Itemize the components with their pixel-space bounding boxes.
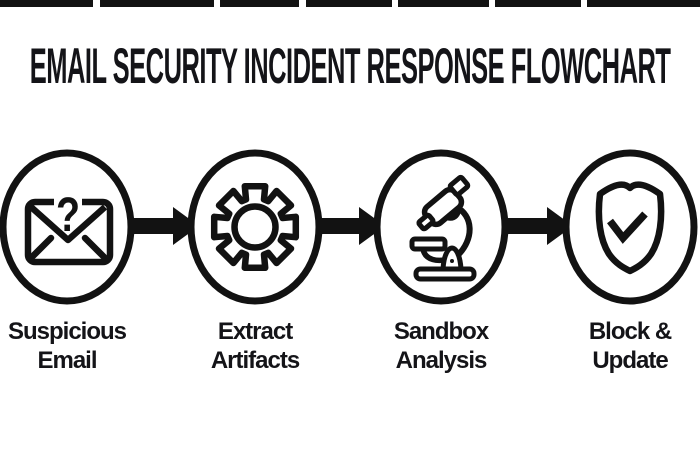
envelope-question-icon: ?	[24, 188, 114, 266]
gear-icon	[210, 182, 300, 272]
step-label-line: Artifacts	[210, 347, 300, 374]
step-circle	[373, 149, 509, 305]
shield-check-icon	[595, 181, 665, 275]
step-label-block-update: Block & Update	[550, 317, 700, 375]
question-mark-glyph: ?	[56, 188, 80, 242]
step-label-line: Update	[592, 347, 668, 374]
step-label-sandbox-analysis: Sandbox Analysis	[361, 317, 521, 375]
cropped-top-strip	[0, 0, 700, 7]
microscope-icon	[409, 174, 477, 282]
step-label-suspicious-email: Suspicious Email	[0, 317, 147, 375]
flow-arrow	[129, 207, 199, 245]
step-label-extract-artifacts: Extract Artifacts	[175, 317, 335, 375]
flow-arrow	[317, 207, 385, 245]
step-label-line: Email	[37, 347, 97, 374]
step-label-line: Sandbox	[393, 318, 489, 345]
flow-arrow	[503, 207, 573, 245]
step-label-line: Analysis	[395, 347, 488, 374]
step-label-line: Extract	[217, 318, 293, 345]
step-label-line: Block &	[588, 318, 672, 345]
step-label-line: Suspicious	[7, 318, 127, 345]
